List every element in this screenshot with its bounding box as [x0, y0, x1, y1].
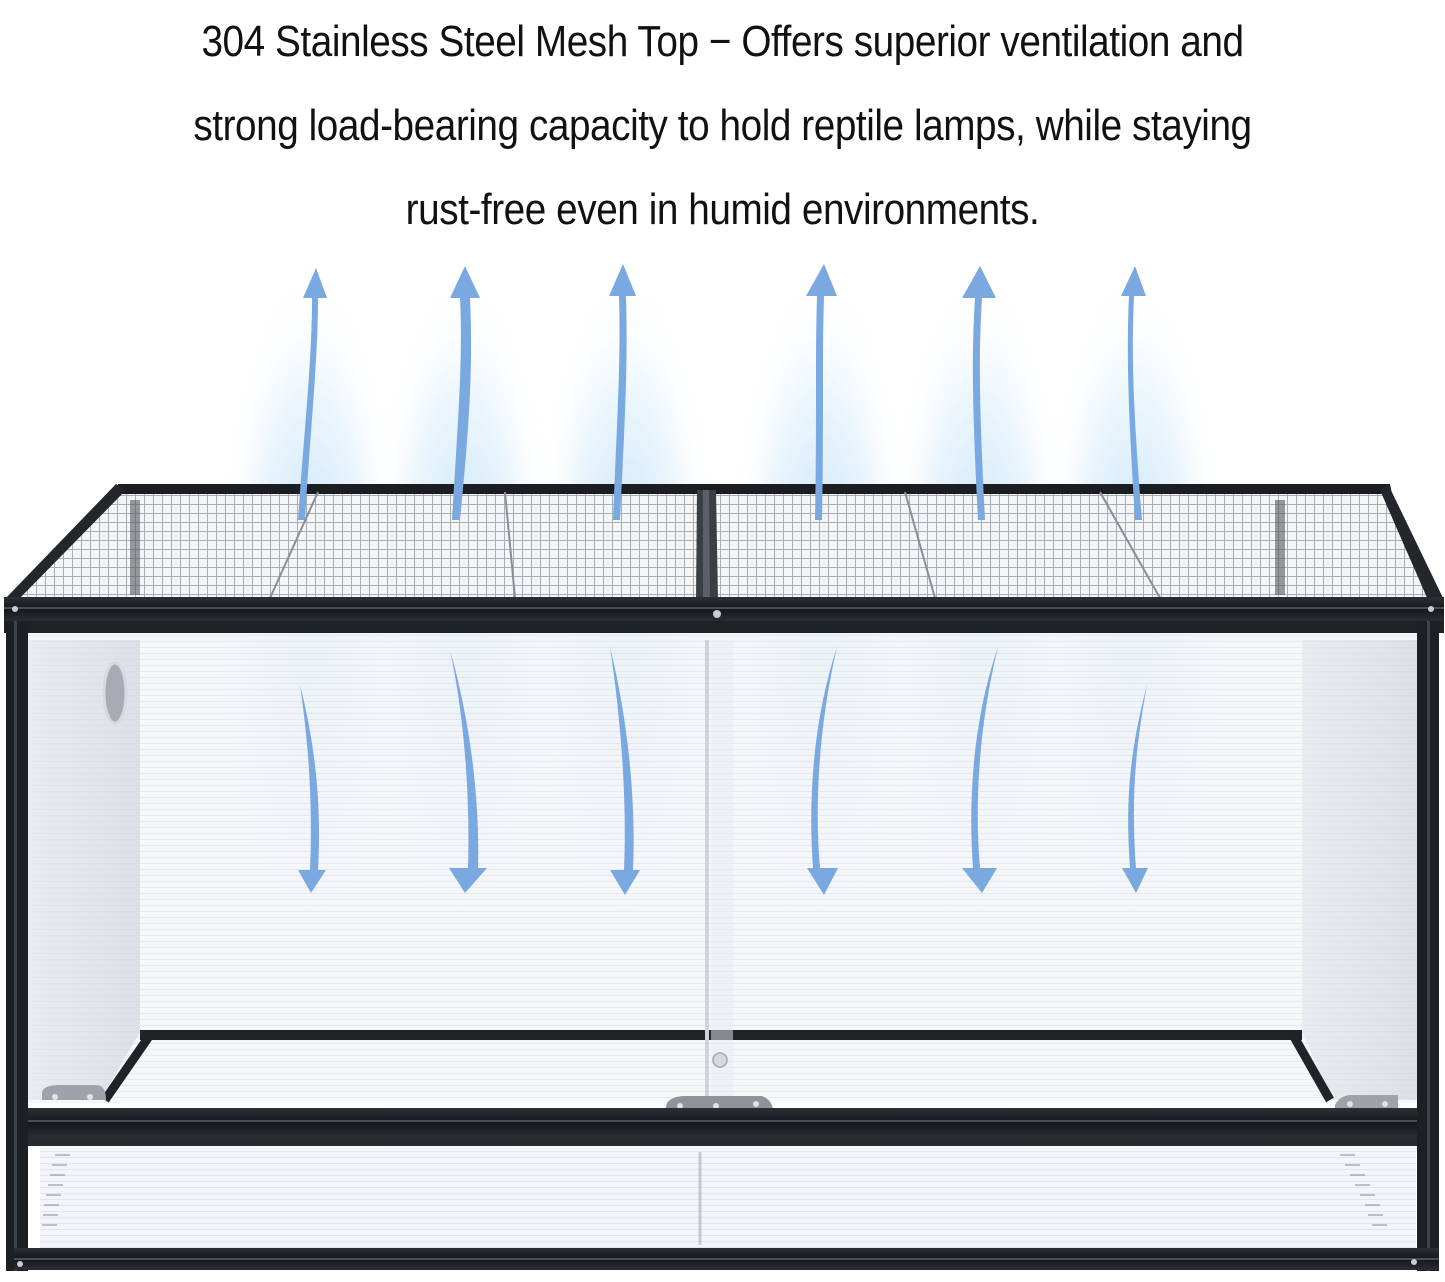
arrow-down-icon	[1122, 685, 1148, 893]
arrow-down-icon	[449, 650, 487, 893]
arrow-up-icon	[806, 264, 837, 520]
airflow-down-arrows	[298, 647, 1148, 895]
corner-posts	[6, 621, 1439, 1271]
arrow-up-icon	[298, 268, 327, 520]
feature-caption: 304 Stainless Steel Mesh Top − Offers su…	[87, 0, 1359, 252]
base-rail	[14, 1248, 1439, 1270]
arrow-down-icon	[298, 685, 326, 893]
caption-line-1: 304 Stainless Steel Mesh Top − Offers su…	[201, 17, 1244, 66]
arrow-down-icon	[962, 647, 998, 893]
bottom-vent-panel	[40, 1148, 1416, 1248]
mesh-top	[4, 484, 1444, 600]
arrow-down-icon	[807, 647, 838, 895]
caption-line-3: rust-free even in humid environments.	[405, 185, 1040, 234]
middle-front-rail	[28, 1108, 1417, 1146]
airflow-up-arrows	[298, 264, 1146, 520]
arrow-down-icon	[610, 647, 640, 895]
arrow-up-icon	[609, 264, 636, 520]
top-front-rail	[4, 597, 1444, 633]
arrow-up-icon	[450, 266, 480, 520]
door-hinges	[42, 1085, 1398, 1110]
front-glass	[28, 633, 1417, 1103]
arrow-up-icon	[962, 266, 996, 520]
arrow-up-icon	[1121, 266, 1146, 520]
caption-line-2: strong load-bearing capacity to hold rep…	[193, 101, 1252, 150]
